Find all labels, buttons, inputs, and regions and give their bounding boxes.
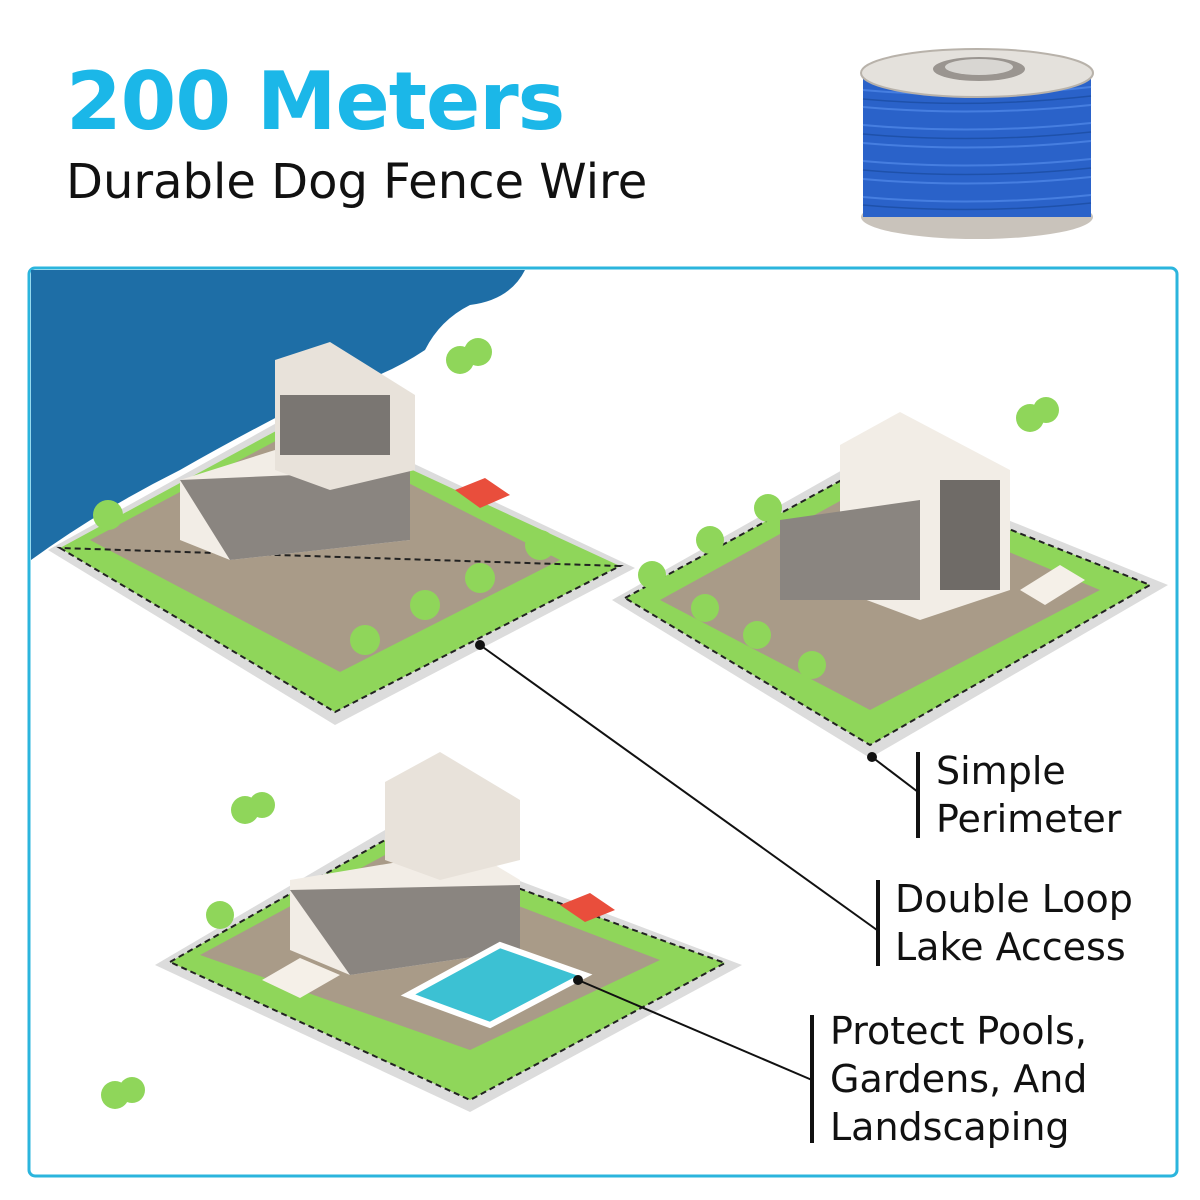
callout-line: Double Loop [895,877,1133,921]
callout-double-loop: Double Loop Lake Access [895,875,1133,971]
callout-line-perimeter [871,756,919,793]
callout-line: Gardens, And [830,1057,1088,1101]
callout-simple-perimeter: Simple Perimeter [936,747,1121,843]
callout-line: Perimeter [936,797,1122,841]
simple-perimeter-plot [612,412,1168,758]
callout-protect-pools: Protect Pools, Gardens, And Landscaping [830,1007,1087,1151]
illustration-frame [27,266,1179,1178]
wire-spool-image [860,48,1094,239]
callout-line: Protect Pools, [830,1009,1087,1053]
callout-line: Lake Access [895,925,1126,969]
headline-subtitle: Durable Dog Fence Wire [66,154,648,210]
lake-house-plot [48,342,635,725]
pool [400,941,593,1029]
callout-line: Simple [936,749,1066,793]
callout-line-pool [577,979,813,1081]
headline-title: 200 Meters [66,55,565,148]
pool-garden-plot [155,752,742,1112]
callout-line: Landscaping [830,1105,1070,1149]
trees [93,338,1059,1109]
callout-line-lake [479,644,878,931]
